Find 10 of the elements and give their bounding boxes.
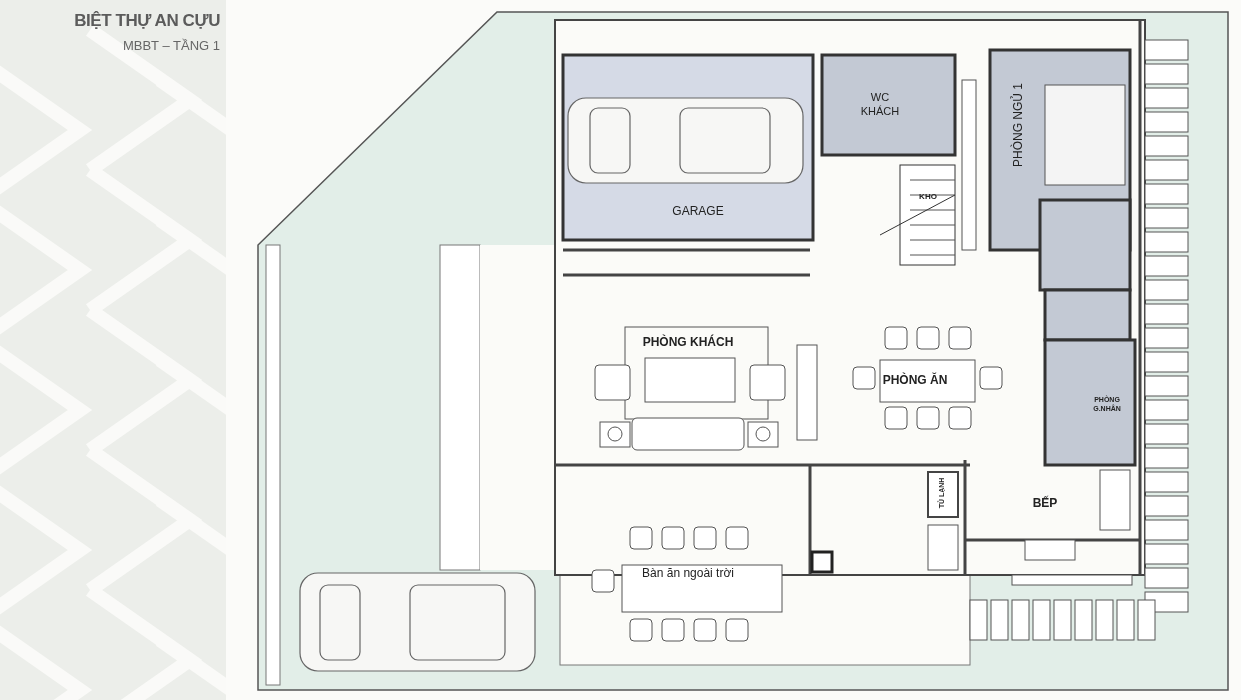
subtitle: MBBT – TẦNG 1 [121, 36, 220, 55]
room-label: WC KHÁCH [855, 91, 905, 119]
room-label: GARAGE [658, 202, 738, 220]
room-label: PHÒNG ĂN [870, 371, 960, 389]
room-label: BẾP [1025, 494, 1065, 512]
title: BIỆT THỰ AN CỰU [73, 10, 220, 32]
room-label: Bàn ăn ngoài trời [618, 564, 758, 582]
room-label: PHÒNG NGỦ 1 [1009, 83, 1027, 167]
room-label: PHÒNG KHÁCH [628, 333, 748, 351]
room-label: KHO [913, 191, 943, 203]
